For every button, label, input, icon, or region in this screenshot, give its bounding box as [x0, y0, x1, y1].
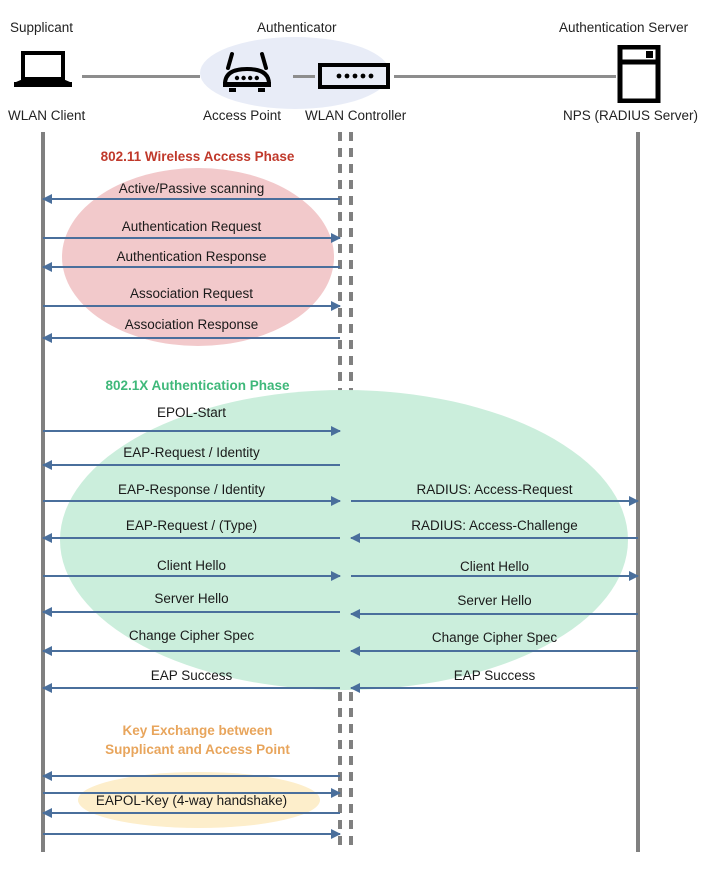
actor-role-authentication-server: Authentication Server	[559, 20, 688, 35]
message-arrow	[43, 237, 340, 239]
actor-role-authenticator: Authenticator	[257, 20, 337, 35]
message-label: Association Request	[43, 286, 340, 301]
message-arrow	[351, 687, 638, 689]
link-wlc-to-nps	[394, 75, 616, 78]
access-point-icon	[217, 50, 277, 92]
message-arrow	[43, 537, 340, 539]
message-label: Server Hello	[43, 591, 340, 606]
message-label: EAP-Response / Identity	[43, 482, 340, 497]
actor-device-nps-radius-server: NPS (RADIUS Server)	[563, 108, 698, 123]
message-label: EAPOL-Key (4-way handshake)	[43, 793, 340, 808]
message-label: RADIUS: Access-Challenge	[351, 518, 638, 533]
message-label: EAP Success	[43, 668, 340, 683]
message-arrow	[43, 650, 340, 652]
message-label: Association Response	[43, 317, 340, 332]
message-label: Authentication Response	[43, 249, 340, 264]
message-arrow	[351, 500, 638, 502]
phase-label-wireless-access: 802.11 Wireless Access Phase	[55, 147, 340, 166]
message-label: EAP Success	[351, 668, 638, 683]
message-arrow	[43, 575, 340, 577]
message-arrow	[43, 611, 340, 613]
link-ap-to-wlc	[293, 75, 315, 78]
message-arrow	[43, 500, 340, 502]
message-label: RADIUS: Access-Request	[351, 482, 638, 497]
message-arrow	[43, 266, 340, 268]
message-arrow	[43, 687, 340, 689]
message-arrow	[43, 430, 340, 432]
message-arrow	[351, 613, 638, 615]
phase-label-dot1x-authentication: 802.1X Authentication Phase	[55, 376, 340, 395]
message-label: Server Hello	[351, 593, 638, 608]
laptop-icon	[12, 50, 74, 92]
message-arrow	[43, 337, 340, 339]
link-client-to-ap	[82, 75, 200, 78]
phase-label-key-exchange: Key Exchange between Supplicant and Acce…	[55, 721, 340, 759]
message-arrow	[351, 650, 638, 652]
message-arrow	[351, 575, 638, 577]
message-label: Change Cipher Spec	[351, 630, 638, 645]
message-arrow	[43, 775, 340, 777]
message-label: Active/Passive scanning	[43, 181, 340, 196]
message-label: EAP-Request / (Type)	[43, 518, 340, 533]
message-label: EAP-Request / Identity	[43, 445, 340, 460]
message-arrow	[43, 305, 340, 307]
message-arrow	[351, 537, 638, 539]
message-arrow	[43, 812, 340, 814]
actor-device-wlan-client: WLAN Client	[8, 108, 85, 123]
phase-blob-dot1x-authentication	[60, 390, 628, 690]
server-icon	[617, 45, 661, 103]
message-arrow	[43, 833, 340, 835]
message-arrow	[43, 198, 340, 200]
message-label: Client Hello	[351, 559, 638, 574]
actor-device-access-point: Access Point	[203, 108, 281, 123]
message-arrow	[43, 464, 340, 466]
actor-role-supplicant: Supplicant	[10, 20, 73, 35]
wlan-controller-icon	[318, 63, 390, 89]
actor-device-wlan-controller: WLAN Controller	[305, 108, 406, 123]
message-label: Client Hello	[43, 558, 340, 573]
message-label: Change Cipher Spec	[43, 628, 340, 643]
message-label: EPOL-Start	[43, 405, 340, 420]
message-label: Authentication Request	[43, 219, 340, 234]
